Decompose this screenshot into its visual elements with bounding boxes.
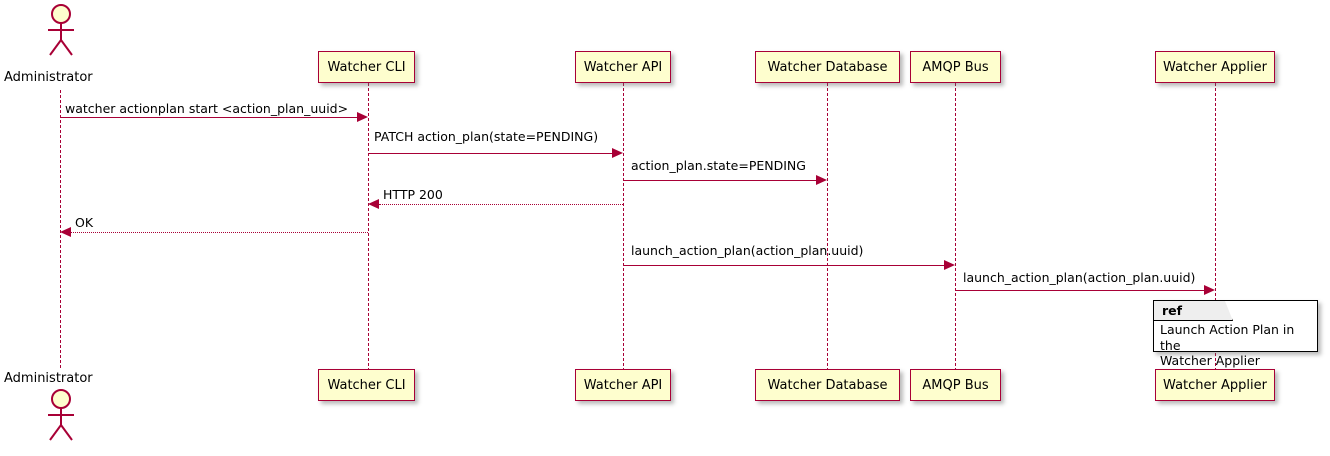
ref-body-line-1: Launch Action Plan in the: [1160, 322, 1295, 353]
ref-body-line-2: Watcher Applier: [1160, 353, 1260, 369]
actor-head: [51, 389, 71, 409]
message-arrowhead-m2: [612, 148, 623, 158]
actor-administrator-top: [40, 4, 82, 56]
participant-watcher-database-top[interactable]: Watcher Database: [755, 51, 900, 83]
actor-leg-left: [49, 424, 62, 441]
message-arrowhead-m3: [816, 175, 827, 185]
actor-leg-right: [60, 39, 73, 56]
actor-head: [51, 4, 71, 24]
message-label-m6: launch_action_plan(action_plan.uuid): [631, 243, 864, 258]
participant-amqp-bus-bottom[interactable]: AMQP Bus: [910, 369, 1001, 401]
actor-label-administrator-bottom: Administrator: [4, 371, 93, 386]
message-label-m1: watcher actionplan start <action_plan_uu…: [65, 101, 349, 116]
participant-watcher-applier-top[interactable]: Watcher Applier: [1155, 51, 1275, 83]
message-arrowhead-m7: [1204, 285, 1215, 295]
actor-administrator-bottom: [40, 389, 82, 441]
message-label-m3: action_plan.state=PENDING: [631, 158, 806, 173]
participant-watcher-api-top[interactable]: Watcher API: [575, 51, 671, 83]
participant-watcher-database-bottom[interactable]: Watcher Database: [755, 369, 900, 401]
lifeline-watcher-database: [827, 83, 828, 371]
lifeline-watcher-api: [623, 83, 624, 371]
message-arrowhead-m6: [944, 260, 955, 270]
message-line-m5: [71, 232, 368, 233]
message-line-m4: [379, 204, 623, 205]
message-label-m2: PATCH action_plan(state=PENDING): [374, 129, 599, 144]
actor-leg-left: [49, 39, 62, 56]
ref-fragment-launch-action-plan[interactable]: ref Launch Action Plan in the Watcher Ap…: [1153, 300, 1318, 368]
participant-amqp-bus-top[interactable]: AMQP Bus: [910, 51, 1001, 83]
participant-watcher-cli-bottom[interactable]: Watcher CLI: [318, 369, 415, 401]
message-line-m7: [955, 290, 1205, 291]
lifeline-watcher-cli: [368, 83, 369, 371]
ref-tab-label: ref: [1154, 301, 1233, 321]
message-line-m1: [60, 117, 358, 118]
message-line-m6: [623, 265, 945, 266]
participant-watcher-applier-bottom[interactable]: Watcher Applier: [1155, 369, 1275, 401]
participant-watcher-api-bottom[interactable]: Watcher API: [575, 369, 671, 401]
message-label-m7: launch_action_plan(action_plan.uuid): [963, 270, 1196, 285]
participant-watcher-cli-top[interactable]: Watcher CLI: [318, 51, 415, 83]
message-label-m5: OK: [75, 215, 94, 230]
ref-fragment-body: Launch Action Plan in the Watcher Applie…: [1160, 322, 1312, 369]
actor-leg-right: [60, 424, 73, 441]
lifeline-watcher-applier: [1215, 83, 1216, 371]
message-arrowhead-m5: [60, 227, 71, 237]
message-line-m2: [368, 153, 613, 154]
message-arrowhead-m1: [357, 112, 368, 122]
actor-label-administrator-top: Administrator: [4, 70, 93, 85]
message-arrowhead-m4: [368, 199, 379, 209]
message-label-m4: HTTP 200: [383, 187, 443, 202]
lifeline-amqp-bus: [955, 83, 956, 371]
message-line-m3: [623, 180, 817, 181]
